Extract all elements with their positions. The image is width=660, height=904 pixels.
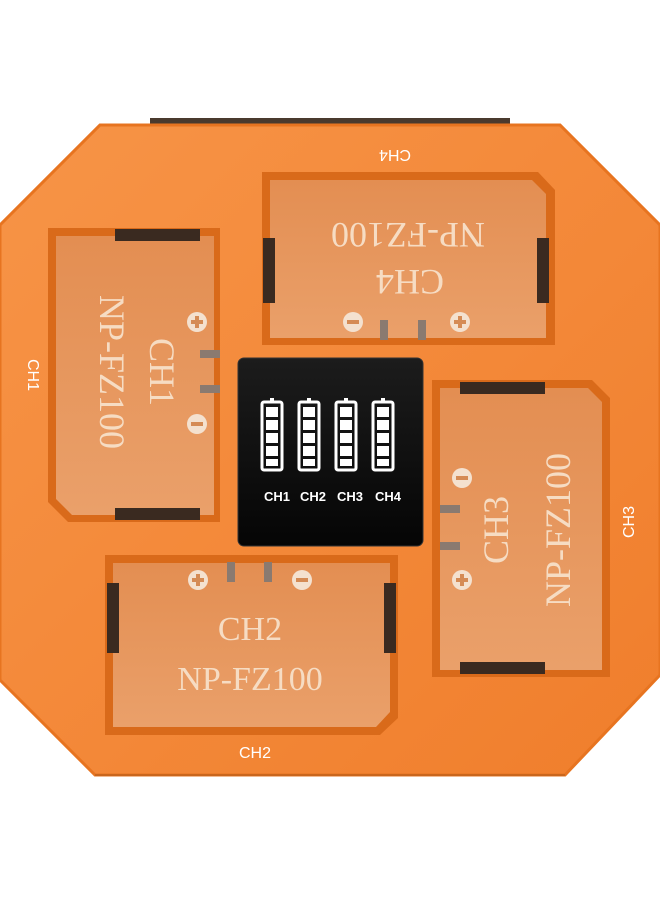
contact-pin xyxy=(380,320,388,340)
top-connector-strip xyxy=(150,118,510,128)
contact-pin xyxy=(200,385,220,393)
display-label-ch3: CH3 xyxy=(337,489,363,504)
battery-full-icon xyxy=(260,398,284,472)
slot-ch4: CH4 NP-FZ100 xyxy=(262,172,555,345)
slot-ch1-model: NP-FZ100 xyxy=(92,295,132,449)
slot-ch2: CH2 NP-FZ100 xyxy=(105,555,398,735)
slot-ch2-label: CH2 xyxy=(218,611,282,648)
edge-label-ch4: CH4 xyxy=(379,146,411,163)
contact-pin xyxy=(200,350,220,358)
slot-ch1-label: CH1 xyxy=(142,338,182,406)
display-label-ch4: CH4 xyxy=(375,489,402,504)
display-label-ch1: CH1 xyxy=(264,489,290,504)
battery-full-icon xyxy=(334,398,358,472)
slot-ch3: CH3 NP-FZ100 xyxy=(432,380,610,677)
edge-label-ch1: CH1 xyxy=(24,359,41,391)
slot-ch3-label: CH3 xyxy=(476,496,516,564)
slot-ch1: CH1 NP-FZ100 xyxy=(48,228,220,522)
battery-full-icon xyxy=(297,398,321,472)
slot-ch2-model: NP-FZ100 xyxy=(177,661,322,698)
slot-ch4-label: CH4 xyxy=(376,262,444,302)
slot-ch3-model: NP-FZ100 xyxy=(538,453,578,607)
display-label-ch2: CH2 xyxy=(300,489,326,504)
status-display: CH1 CH2 CH3 CH4 xyxy=(237,357,424,547)
slot-ch4-model: NP-FZ100 xyxy=(331,215,485,255)
battery-full-icon xyxy=(371,398,395,472)
contact-pin xyxy=(440,542,460,550)
edge-label-ch3: CH3 xyxy=(621,506,638,538)
contact-pin xyxy=(418,320,426,340)
contact-pin xyxy=(264,562,272,582)
edge-label-ch2: CH2 xyxy=(239,745,271,762)
contact-pin xyxy=(440,505,460,513)
contact-pin xyxy=(227,562,235,582)
